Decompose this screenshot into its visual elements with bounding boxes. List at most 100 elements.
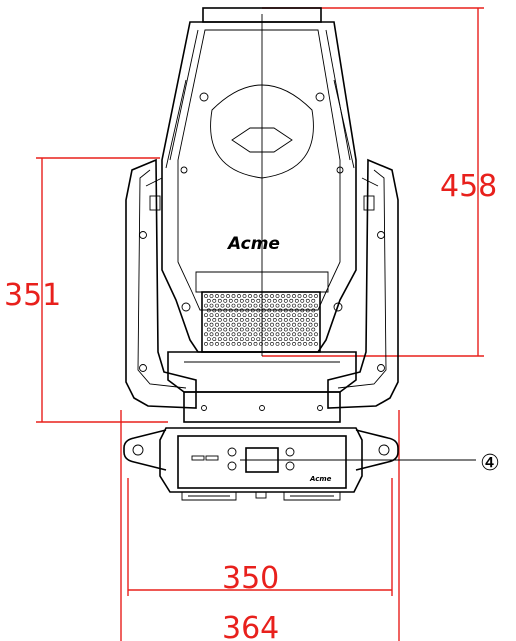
grille-hole	[245, 327, 250, 332]
grille-hole	[228, 317, 233, 322]
grille-hole	[305, 308, 310, 313]
grille-hole	[308, 341, 313, 346]
grille-hole	[294, 327, 299, 332]
grille-hole	[311, 298, 316, 303]
grille-hole	[272, 317, 277, 322]
grille-hole	[261, 337, 266, 342]
grille-hole	[217, 308, 222, 313]
grille-hole	[314, 322, 318, 327]
grille-hole	[261, 317, 266, 322]
grille-hole	[256, 317, 261, 322]
dimension-label-height-total: 458	[440, 169, 497, 204]
grille-hole	[303, 332, 307, 337]
grille-hole	[292, 341, 296, 346]
grille-hole	[231, 332, 236, 337]
grille-hole	[234, 308, 239, 313]
grille-hole	[311, 317, 316, 322]
grille-hole	[270, 322, 274, 327]
grille-hole	[248, 303, 252, 308]
grille-hole	[212, 308, 217, 313]
grille-hole	[253, 332, 258, 337]
grille-hole	[212, 298, 217, 303]
grille-hole	[283, 317, 288, 322]
grille-hole	[204, 341, 208, 346]
vent-grille-holes	[204, 294, 318, 346]
grille-hole	[283, 327, 288, 332]
grille-hole	[206, 298, 211, 303]
grille-hole	[300, 308, 305, 313]
grille-hole	[223, 317, 228, 322]
grille-hole	[311, 337, 316, 342]
grille-hole	[245, 298, 250, 303]
grille-hole	[300, 298, 305, 303]
grille-hole	[204, 313, 208, 318]
head-brand-logo: Acme	[226, 234, 280, 254]
grille-hole	[286, 332, 291, 337]
grille-hole	[250, 298, 255, 303]
panel-brand-logo: Acme	[309, 475, 332, 483]
grille-hole	[303, 322, 307, 327]
grille-hole	[223, 298, 228, 303]
grille-hole	[209, 294, 214, 298]
grille-hole	[242, 313, 247, 318]
grille-hole	[215, 313, 219, 318]
grille-hole	[292, 322, 296, 327]
grille-hole	[228, 308, 233, 313]
grille-hole	[231, 303, 236, 308]
grille-hole	[259, 332, 263, 337]
grille-hole	[286, 341, 291, 346]
grille-hole	[259, 313, 263, 318]
grille-hole	[270, 294, 274, 298]
grille-hole	[303, 294, 307, 298]
grille-hole	[275, 313, 280, 318]
grille-hole	[220, 303, 225, 308]
grille-hole	[264, 332, 269, 337]
grille-hole	[206, 317, 211, 322]
grille-hole	[275, 332, 280, 337]
grille-hole	[297, 332, 302, 337]
grille-hole	[242, 322, 247, 327]
grille-hole	[215, 294, 219, 298]
grille-hole	[297, 313, 302, 318]
grille-hole	[237, 303, 241, 308]
grille-hole	[281, 332, 285, 337]
grille-hole	[281, 294, 285, 298]
vent-grille	[201, 291, 321, 353]
grille-hole	[264, 313, 269, 318]
grille-hole	[226, 313, 230, 318]
grille-hole	[239, 317, 244, 322]
grille-hole	[259, 294, 263, 298]
grille-hole	[270, 303, 274, 308]
grille-hole	[237, 322, 241, 327]
grille-hole	[253, 303, 258, 308]
grille-hole	[223, 337, 228, 342]
grille-hole	[206, 327, 211, 332]
grille-hole	[242, 294, 247, 298]
grille-hole	[286, 322, 291, 327]
grille-hole	[206, 308, 211, 313]
grille-hole	[226, 322, 230, 327]
grille-hole	[303, 341, 307, 346]
grille-hole	[248, 294, 252, 298]
grille-hole	[223, 327, 228, 332]
dimension-label-height-body: 351	[4, 278, 61, 313]
grille-hole	[234, 337, 239, 342]
grille-hole	[314, 332, 318, 337]
grille-hole	[212, 317, 217, 322]
grille-hole	[261, 308, 266, 313]
grille-hole	[253, 341, 258, 346]
grille-hole	[308, 322, 313, 327]
grille-hole	[226, 294, 230, 298]
grille-hole	[220, 294, 225, 298]
grille-hole	[245, 317, 250, 322]
grille-hole	[226, 332, 230, 337]
base: Acme	[123, 427, 399, 501]
grille-hole	[261, 327, 266, 332]
grille-hole	[289, 337, 294, 342]
grille-hole	[297, 341, 302, 346]
grille-hole	[248, 332, 252, 337]
grille-hole	[256, 327, 261, 332]
grille-hole	[264, 322, 269, 327]
grille-hole	[311, 308, 316, 313]
grille-hole	[303, 313, 307, 318]
